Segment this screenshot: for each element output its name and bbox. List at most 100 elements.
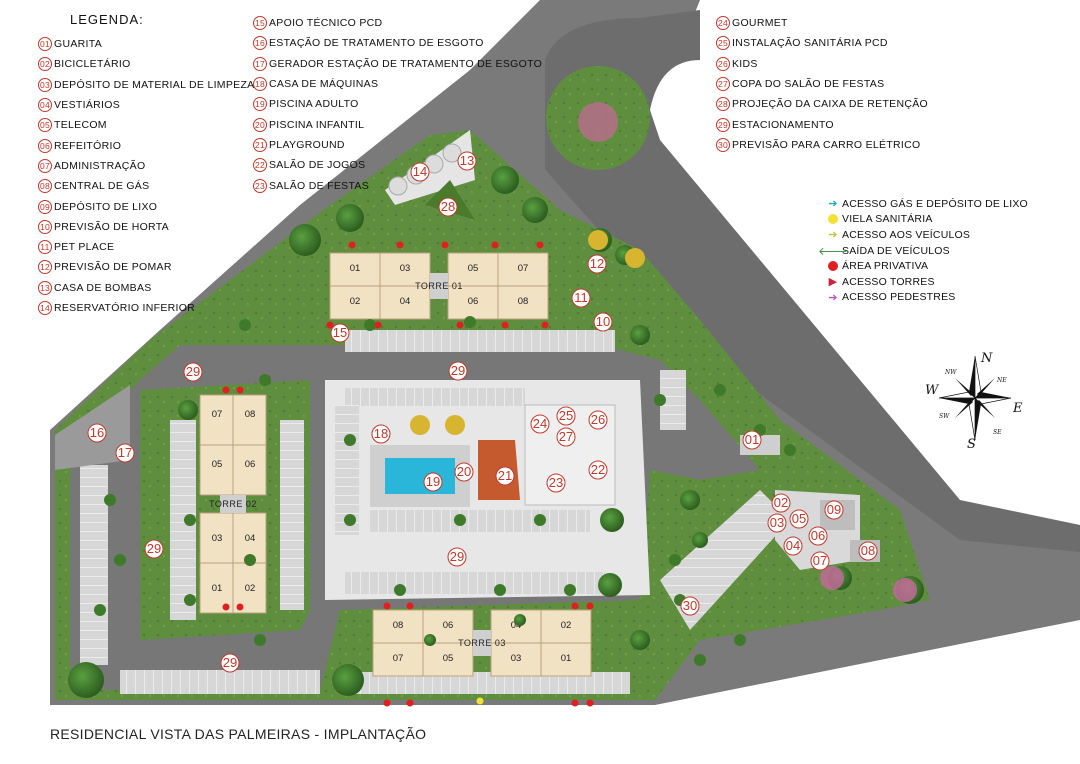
legend-title: LEGENDA: [70, 12, 144, 27]
palm-icon [239, 319, 251, 331]
legend-number: 24 [716, 16, 730, 31]
compass-s: S [967, 437, 976, 452]
unit-number: 03 [511, 653, 522, 664]
palm-icon [184, 594, 196, 606]
private-area-dot [236, 386, 244, 394]
unit-number: 07 [393, 653, 404, 664]
fruit-tree-icon [410, 415, 430, 435]
legend-label: BICICLETÁRIO [54, 58, 131, 71]
private-area-dot [326, 321, 334, 329]
access-legend-item: ➔ACESSO GÁS E DEPÓSITO DE LIXO [826, 196, 1028, 212]
private-area-dot [571, 602, 579, 610]
legend-number: 16 [253, 36, 267, 51]
map-marker-number: 04 [786, 538, 800, 553]
map-marker-circle [680, 596, 700, 616]
tree-icon [68, 662, 104, 698]
unit-number: 04 [511, 620, 522, 631]
map-marker-circle [858, 541, 878, 561]
legend-number: 23 [253, 178, 267, 193]
access-label: ACESSO TORRES [842, 275, 935, 288]
access-symbol-icon: ➔ [828, 198, 838, 211]
palm-icon [454, 514, 466, 526]
legend-label: PLAYGROUND [269, 138, 345, 151]
map-marker-number: 03 [770, 515, 784, 530]
map-marker-circle [115, 443, 135, 463]
fruit-tree-icon [625, 248, 645, 268]
map-marker-circle [783, 536, 803, 556]
legend-label: DEPÓSITO DE MATERIAL DE LIMPEZA [54, 78, 255, 91]
access-symbol-icon [826, 214, 840, 225]
legend-label: CENTRAL DE GÁS [54, 180, 150, 193]
legend-number: 20 [253, 117, 267, 132]
private-area-dot [586, 699, 594, 707]
legend-number: 14 [38, 301, 52, 315]
map-marker-number: 19 [426, 474, 440, 489]
map-marker-circle [438, 197, 458, 217]
svg-text:NE: NE [996, 377, 1007, 384]
compass-rose: N S E W NE NW SE SW [925, 351, 1023, 452]
legend-label: PREVISÃO DE POMAR [54, 261, 172, 274]
tree-icon [600, 508, 624, 532]
svg-text:SE: SE [993, 429, 1002, 436]
legend-number: 05 [38, 118, 52, 133]
unit-number: 06 [245, 459, 256, 470]
unit-number: 04 [400, 296, 411, 307]
tree-icon [332, 664, 364, 696]
private-area-dot [406, 699, 414, 707]
private-area-dot [536, 241, 544, 249]
unit-number: 08 [393, 620, 404, 631]
legend-number: 02 [38, 57, 52, 72]
legend-label: SALÃO DE JOGOS [269, 159, 366, 172]
access-label: ACESSO AOS VEÍCULOS [842, 228, 971, 241]
palm-icon [394, 584, 406, 596]
unit-number: 03 [400, 263, 411, 274]
map-marker-number: 29 [450, 549, 464, 564]
trees-layer [68, 166, 924, 698]
compass-w: W [925, 383, 940, 398]
svg-text:SW: SW [939, 413, 950, 420]
legend-number: 15 [253, 16, 267, 31]
legend-number: 11 [38, 240, 52, 255]
access-legend-item: ÁREA PRIVATIVA [826, 258, 1028, 274]
legend-label: TELECOM [54, 119, 107, 132]
palm-icon [259, 374, 271, 386]
tree-icon [424, 634, 436, 646]
palm-icon [244, 554, 256, 566]
unit-number: 05 [212, 459, 223, 470]
unit-number: 08 [518, 296, 529, 307]
private-area-markers [222, 241, 594, 707]
map-marker-circle [454, 462, 474, 482]
map-marker-number: 16 [90, 425, 104, 440]
unit-number: 07 [212, 409, 223, 420]
palm-icon [694, 654, 706, 666]
tree-icon [692, 532, 708, 548]
map-marker-number: 02 [774, 495, 788, 510]
svg-text:NW: NW [944, 369, 957, 376]
map-marker-number: 21 [498, 468, 512, 483]
map-marker-number: 14 [413, 164, 427, 179]
map-marker-circle [588, 410, 608, 430]
palm-icon [184, 514, 196, 526]
legend-label: GOURMET [732, 17, 788, 30]
map-marker-circle [767, 513, 787, 533]
unit-number: 05 [443, 653, 454, 664]
unit-number: 06 [443, 620, 454, 631]
legend-label: PISCINA INFANTIL [269, 118, 365, 131]
map-marker-number: 10 [596, 314, 610, 329]
